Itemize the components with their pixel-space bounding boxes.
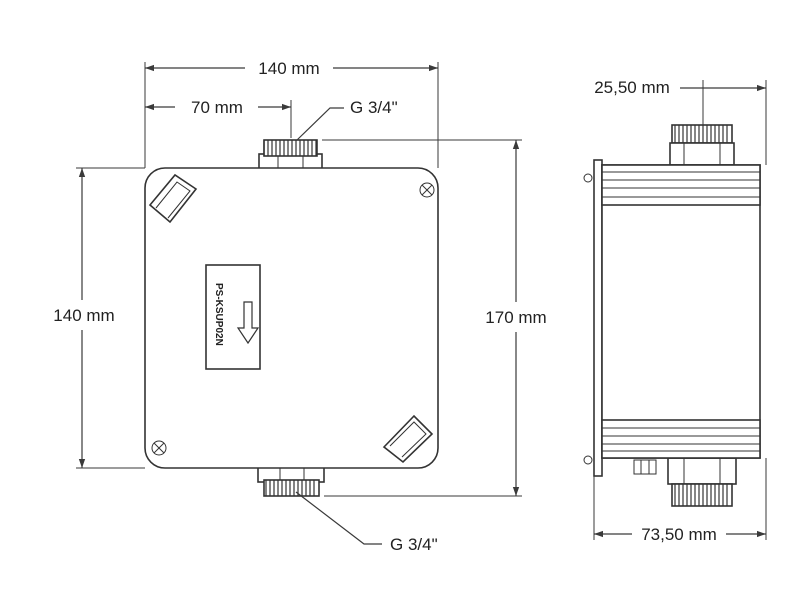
screw-top-right (419, 182, 435, 198)
screw-bottom-left (151, 440, 167, 456)
dim-total-height: 170 mm (485, 308, 546, 327)
plate-screw-bottom (583, 455, 593, 465)
dim-side-offset: 25,50 mm (594, 78, 670, 97)
front-dimensions: 140 mm 70 mm G 3/4" 140 mm 170 mm G 3/4" (53, 59, 546, 554)
clip-top-left (148, 173, 198, 224)
dim-side-depth: 73,50 mm (641, 525, 717, 544)
bottom-fitting (257, 465, 325, 497)
top-fitting (258, 139, 323, 171)
flow-arrow-icon (236, 301, 260, 345)
bottom-rail (601, 419, 761, 459)
thread-label-bottom: G 3/4" (390, 535, 438, 554)
label-plate: PS-KSUP02N (205, 264, 261, 370)
top-rail (601, 164, 761, 206)
side-bottom-fitting (633, 457, 737, 507)
clip-bottom-right (382, 414, 434, 464)
dim-total-width: 140 mm (258, 59, 319, 78)
model-code: PS-KSUP02N (213, 283, 224, 346)
front-view: PS-KSUP02N (144, 139, 439, 497)
dim-height: 140 mm (53, 306, 114, 325)
side-view (583, 124, 761, 507)
dim-half-width: 70 mm (191, 98, 243, 117)
side-dimensions: 25,50 mm 73,50 mm (593, 78, 767, 544)
side-top-fitting (669, 124, 735, 166)
thread-label-top: G 3/4" (350, 98, 398, 117)
side-body (601, 164, 761, 459)
housing (144, 167, 439, 469)
mounting-plate (593, 159, 603, 477)
plate-screw-top (583, 173, 593, 183)
